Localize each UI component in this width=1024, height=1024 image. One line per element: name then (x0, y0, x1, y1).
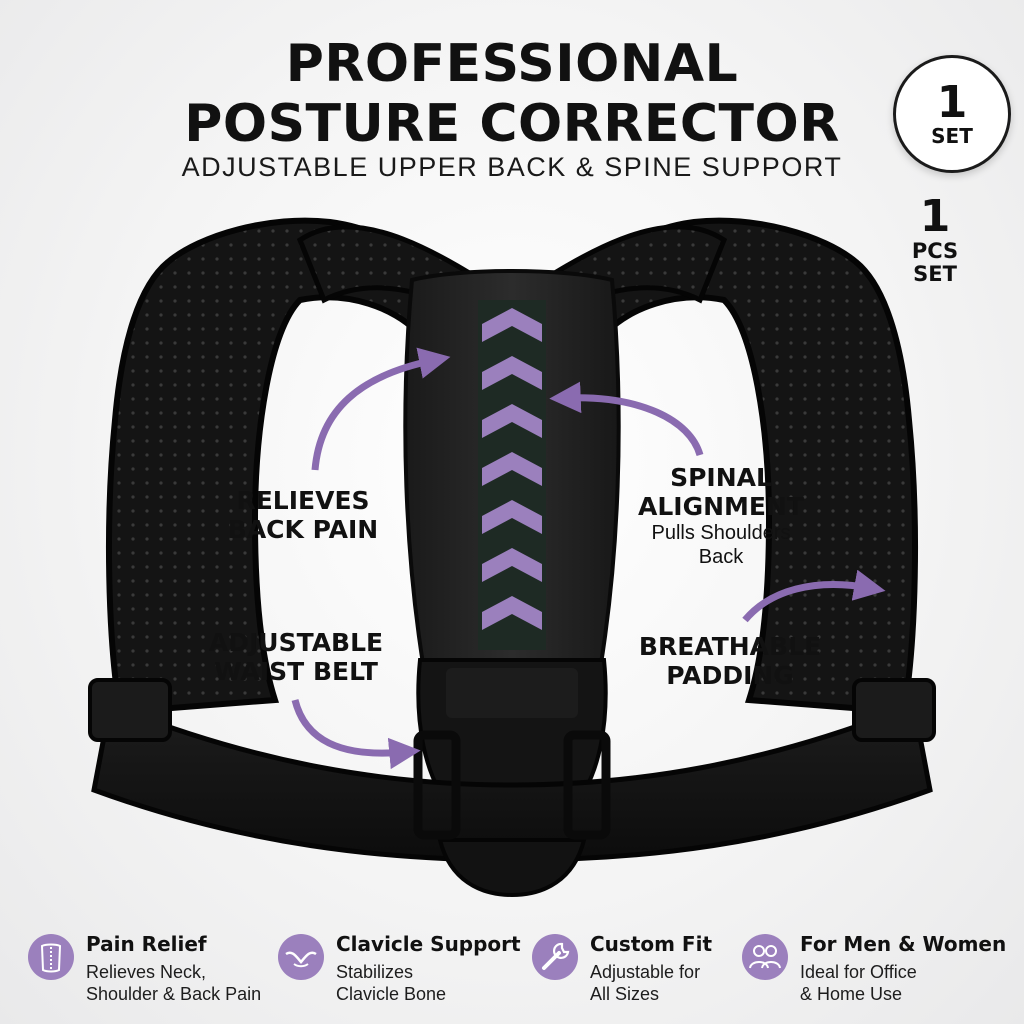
left-strap-end (88, 678, 172, 742)
callout-breathable-line1: BREATHABLE (638, 632, 822, 661)
spine-chevron (482, 308, 542, 342)
wrench-icon (532, 934, 578, 980)
feature-title: Pain Relief (86, 932, 207, 956)
spine-icon (28, 934, 74, 980)
feature-desc: Stabilizes Clavicle Bone (336, 961, 536, 1005)
arrow-relieves (311, 347, 451, 471)
spine-chevron (482, 596, 542, 630)
feature-desc-line1: Ideal for Office (800, 962, 917, 982)
velcro-patch (446, 668, 578, 718)
right-buckle (563, 730, 611, 840)
pcs-label: PCS (911, 239, 959, 263)
spine-chevron (482, 356, 542, 390)
feature-title: Custom Fit (590, 932, 713, 956)
set-label: SET (913, 262, 957, 286)
feature-desc-line2: Shoulder & Back Pain (86, 984, 262, 1004)
callout-spinal-line1: SPINAL (670, 463, 772, 492)
feature-desc: Ideal for Office & Home Use (800, 961, 1000, 1005)
people-icon (742, 934, 788, 980)
belt-tab (437, 838, 587, 898)
feature-desc-line2: All Sizes (590, 984, 660, 1004)
callout-adjustable-waist-belt: ADJUSTABLE WAIST BELT (196, 628, 396, 686)
callout-spinal-sub1: Pulls Shoulders (651, 522, 791, 544)
title-line-2: POSTURE CORRECTOR (184, 94, 840, 154)
pcs-number: 1 (919, 191, 951, 242)
feature-desc-line2: Clavicle Bone (336, 984, 447, 1004)
spine-chevron (482, 548, 542, 582)
quantity-badge: 1 SET (893, 55, 1011, 173)
feature-desc-line1: Relieves Neck, (86, 962, 207, 982)
callout-spinal-alignment: SPINAL ALIGNMENT Pulls Shoulders Back (626, 463, 816, 569)
arrow-adjustable (291, 699, 421, 770)
callout-relieves-back-pain: RELIEVES BACK PAIN (218, 486, 388, 544)
spine-chevron (482, 500, 542, 534)
callout-relieves-line1: RELIEVES (236, 486, 370, 515)
feature-title: For Men & Women (800, 932, 1007, 956)
waist-belt (91, 701, 933, 863)
callout-spinal-line2: ALIGNMENT (638, 492, 804, 521)
callout-relieves-line2: BACK PAIN (227, 515, 379, 544)
arrow-spinal (549, 381, 704, 457)
subtitle: ADJUSTABLE UPPER BACK & SPINE SUPPORT (181, 152, 843, 182)
feature-title: Clavicle Support (336, 932, 521, 956)
feature-desc-line1: Adjustable for (590, 962, 701, 982)
callout-adjustable-line1: ADJUSTABLE (208, 628, 384, 657)
callout-spinal-sub2: Back (698, 546, 744, 568)
feature-desc-line1: Stabilizes (336, 962, 414, 982)
feature-desc-line2: & Home Use (800, 984, 903, 1004)
badge-label: SET (931, 124, 973, 148)
title-line-1: PROFESSIONAL (285, 34, 739, 94)
clavicle-icon (278, 934, 324, 980)
feature-desc: Relieves Neck, Shoulder & Back Pain (86, 961, 286, 1005)
callout-breathable-line2: PADDING (666, 661, 794, 690)
left-buckle (413, 730, 461, 840)
spine-chevron (482, 452, 542, 486)
spine-chevrons (482, 308, 542, 630)
arrow-breathable (742, 569, 886, 623)
pcs-set-badge: 1 PCS SET (880, 194, 990, 286)
badge-number: 1 (936, 77, 968, 128)
feature-desc: Adjustable for All Sizes (590, 961, 790, 1005)
right-strap-end (852, 678, 936, 742)
spine-chevron (482, 404, 542, 438)
callout-breathable-padding: BREATHABLE PADDING (630, 632, 830, 690)
callout-adjustable-line2: WAIST BELT (214, 657, 378, 686)
